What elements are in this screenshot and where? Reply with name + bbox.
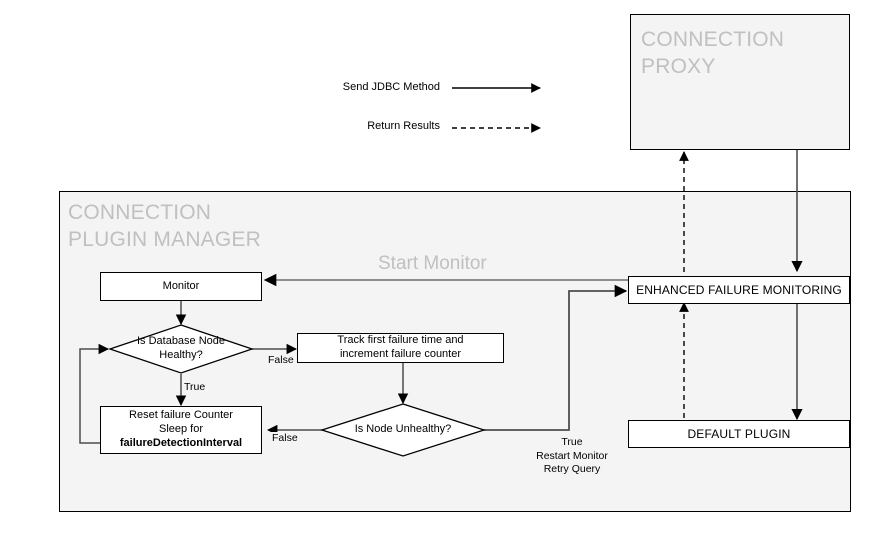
node-track-first-failure[interactable]: Track first failure time and increment f… (297, 333, 504, 363)
node-enhanced-failure-monitoring[interactable]: ENHANCED FAILURE MONITORING (628, 276, 850, 304)
container-connection-proxy-title: CONNECTION PROXY (641, 28, 785, 78)
node-default-plugin-label: DEFAULT PLUGIN (687, 426, 791, 441)
container-connection-plugin-manager-title: CONNECTION PLUGIN MANAGER (68, 201, 261, 251)
legend-label-return-results: Return Results (367, 120, 440, 132)
node-enhanced-failure-monitoring-label: ENHANCED FAILURE MONITORING (636, 282, 842, 297)
node-default-plugin[interactable]: DEFAULT PLUGIN (628, 420, 850, 448)
edge-label-is-db-healthy-true: True (184, 381, 206, 393)
edge-label-start-monitor: Start Monitor (378, 253, 487, 274)
edge-label-is-node-unhealthy-true: True Restart Monitor Retry Query (536, 436, 608, 476)
node-reset-failure-counter-line2: Sleep for (158, 423, 204, 436)
node-reset-failure-counter-interval: failureDetectionInterval (119, 436, 243, 449)
node-monitor-label: Monitor (162, 279, 200, 292)
node-reset-failure-counter[interactable]: Reset failure Counter Sleep for failureD… (100, 406, 262, 454)
node-reset-failure-counter-line1: Reset failure Counter (129, 409, 233, 422)
container-connection-proxy (630, 14, 850, 150)
node-monitor[interactable]: Monitor (100, 272, 262, 301)
edge-label-is-node-unhealthy-false: False (271, 432, 299, 446)
edge-label-is-db-healthy-false: False (267, 354, 295, 368)
decision-is-db-healthy-label: Is Database Node Healthy? (136, 335, 226, 361)
node-track-first-failure-label: Track first failure time and increment f… (337, 334, 464, 360)
decision-is-node-unhealthy-label: Is Node Unhealthy? (354, 423, 452, 436)
legend-label-send-jdbc-method: Send JDBC Method (342, 81, 440, 93)
